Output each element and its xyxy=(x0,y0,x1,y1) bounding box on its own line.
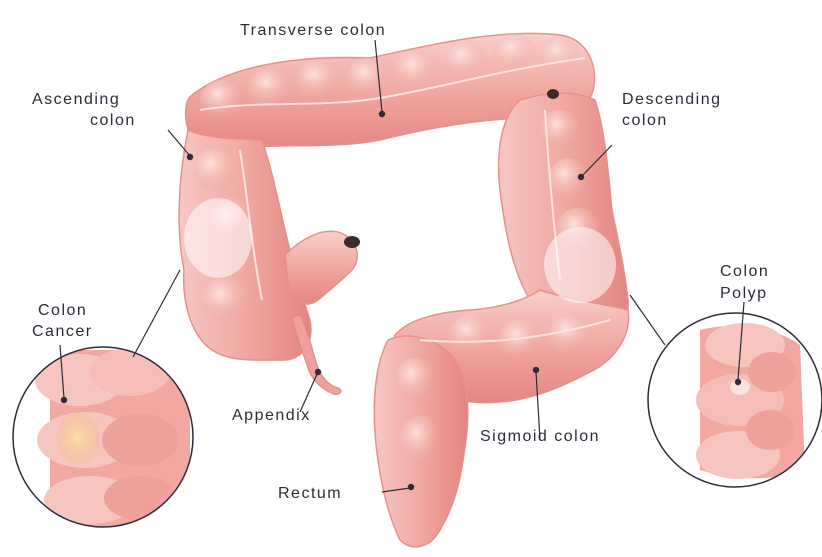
label-descending-colon-line1: Descending xyxy=(622,91,722,108)
flexure-dark-spot xyxy=(547,89,559,99)
appendix-dark-spot xyxy=(344,236,360,248)
label-rectum: Rectum xyxy=(278,485,342,502)
label-descending-colon-line2: colon xyxy=(622,112,668,129)
label-ascending-colon-line2: colon xyxy=(90,112,136,129)
label-colon-polyp-line1: Colon xyxy=(720,263,769,280)
polyp-origin-highlight xyxy=(544,227,616,303)
label-appendix: Appendix xyxy=(232,407,311,424)
colon-cancer-zoom xyxy=(13,347,193,530)
label-ascending-colon-line1: Ascending xyxy=(32,91,120,108)
label-colon-polyp-line2: Polyp xyxy=(720,285,768,302)
label-sigmoid-colon: Sigmoid colon xyxy=(480,428,600,445)
label-colon-cancer-line2: Cancer xyxy=(32,323,93,340)
colon-polyp-zoom xyxy=(648,313,822,487)
label-transverse-colon: Transverse colon xyxy=(240,22,386,39)
cancer-origin-highlight xyxy=(184,198,252,278)
label-colon-cancer-line1: Colon xyxy=(38,302,87,319)
